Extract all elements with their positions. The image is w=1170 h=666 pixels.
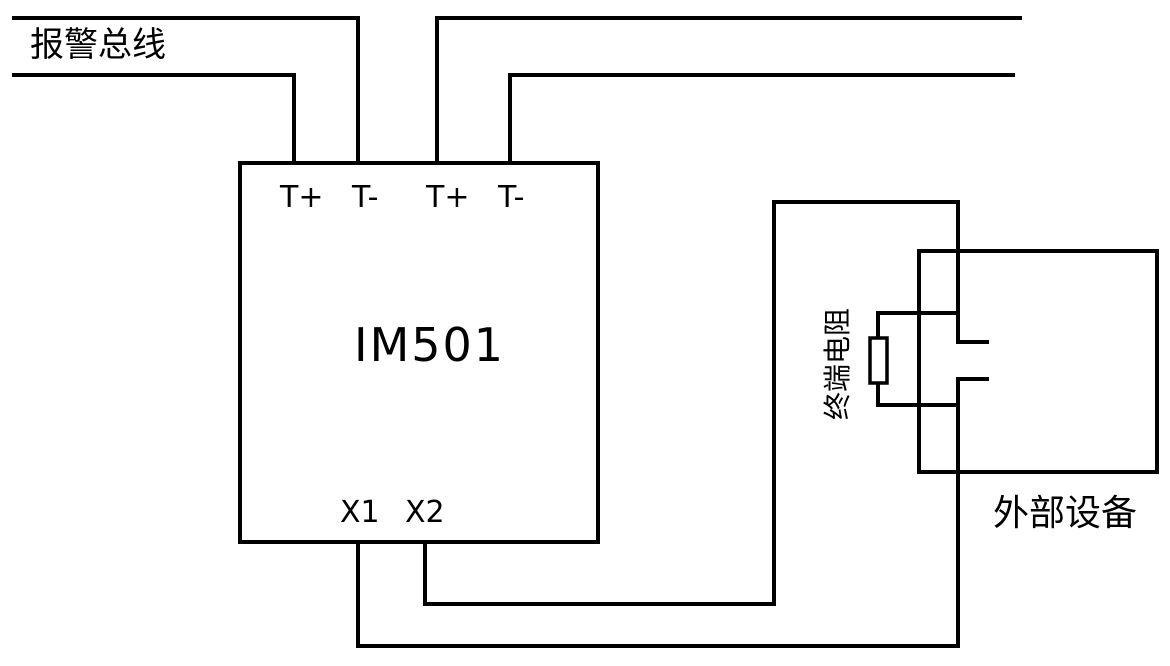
x2-wire: [423, 200, 989, 606]
x1-wire: [356, 377, 989, 648]
terminal-t-plus-2: T+: [426, 180, 470, 215]
end-resistor-symbol: [868, 336, 889, 385]
alarm-bus-label: 报警总线: [30, 25, 166, 65]
terminal-t-minus-1: T-: [352, 180, 379, 215]
terminal-x2: X2: [405, 495, 445, 530]
module-name-label: IM501: [354, 318, 506, 372]
external-device-label: 外部设备: [993, 493, 1138, 534]
resistor-lead-top: [876, 311, 958, 338]
bus-wire-3: [435, 16, 1022, 163]
external-device-box: [917, 249, 1159, 474]
bus-wire-1: [12, 73, 296, 163]
terminal-x1: X1: [340, 495, 380, 530]
end-resistor-label: 终端电阻: [821, 308, 854, 421]
im501-module-box: [238, 161, 600, 544]
terminal-t-plus-1: T+: [280, 180, 324, 215]
terminal-t-minus-2: T-: [498, 180, 525, 215]
bus-wire-4: [508, 73, 1015, 163]
resistor-lead-bottom: [876, 383, 958, 407]
bus-wire-2: [12, 16, 360, 163]
